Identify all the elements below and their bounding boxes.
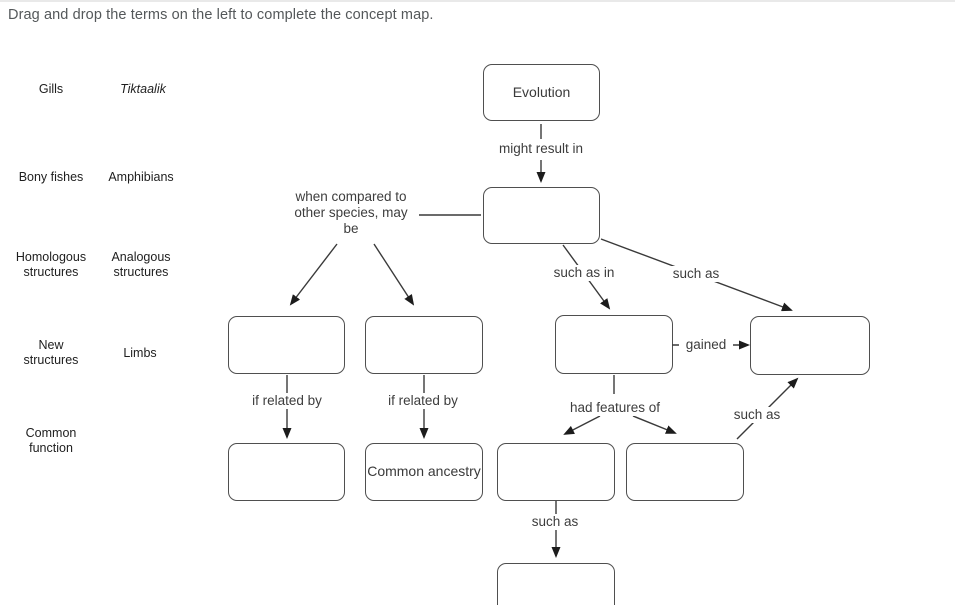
drop-zone-7[interactable] bbox=[497, 443, 615, 501]
term-amphibians[interactable]: Amphibians bbox=[108, 170, 174, 184]
drop-zone-9[interactable] bbox=[497, 563, 615, 605]
label-might-result-in: might result in bbox=[486, 141, 596, 157]
drop-zone-6[interactable] bbox=[228, 443, 345, 501]
term-common-function[interactable]: Common function bbox=[25, 426, 77, 455]
node-evolution: Evolution bbox=[483, 64, 600, 121]
term-homologous-structures[interactable]: Homologous structures bbox=[15, 250, 87, 279]
label-such-as-bottom: such as bbox=[525, 514, 585, 530]
node-common-ancestry: Common ancestry bbox=[365, 443, 483, 501]
drop-zone-3[interactable] bbox=[365, 316, 483, 374]
term-new-structures[interactable]: New structures bbox=[23, 338, 79, 367]
term-analogous-structures[interactable]: Analogous structures bbox=[111, 250, 171, 279]
label-when-compared: when compared to other species, may be bbox=[289, 189, 413, 237]
label-such-as-top: such as bbox=[666, 266, 726, 282]
term-gills[interactable]: Gills bbox=[38, 82, 64, 96]
label-such-as-right: such as bbox=[727, 407, 787, 423]
label-such-as-in: such as in bbox=[546, 265, 622, 281]
instruction-text: Drag and drop the terms on the left to c… bbox=[8, 7, 434, 23]
drop-zone-1[interactable] bbox=[483, 187, 600, 244]
drop-zone-8[interactable] bbox=[626, 443, 744, 501]
label-gained: gained bbox=[679, 337, 733, 353]
drop-zone-2[interactable] bbox=[228, 316, 345, 374]
term-tiktaalik[interactable]: Tiktaalik bbox=[120, 82, 166, 96]
label-if-related-by-left: if related by bbox=[242, 393, 332, 409]
term-bony-fishes[interactable]: Bony fishes bbox=[18, 170, 84, 184]
term-limbs[interactable]: Limbs bbox=[123, 346, 157, 360]
label-if-related-by-right: if related by bbox=[378, 393, 468, 409]
drop-zone-5[interactable] bbox=[750, 316, 870, 375]
label-had-features-of: had features of bbox=[562, 400, 668, 416]
drop-zone-4[interactable] bbox=[555, 315, 673, 374]
